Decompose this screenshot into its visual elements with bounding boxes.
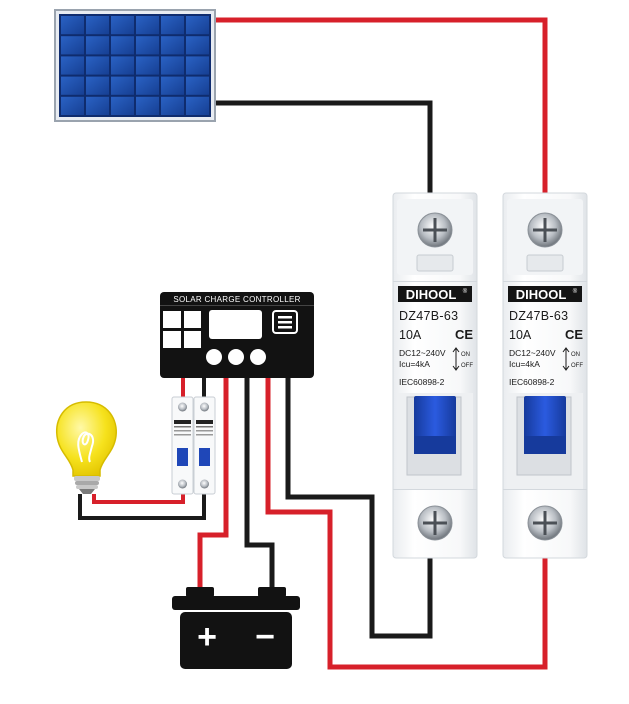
solar-cell [161,36,184,55]
battery-plus-icon: + [197,618,217,656]
solar-cell [61,56,84,75]
solar-cell [86,16,109,35]
breaker-positive-return-wire [265,378,548,670]
solar-charge-controller: SOLAR CHARGE CONTROLLER [160,292,314,378]
breaker-left-on-label: ON [461,352,470,358]
controller-label: SOLAR CHARGE CONTROLLER [173,295,300,304]
solar-cell [161,16,184,35]
load-positive-wire-bottom [92,494,185,504]
main-breaker-right: DIHOOL ® DZ47B-63 10A CE DC12~240V Icu=4… [502,192,588,559]
solar-cell [61,96,84,115]
breaker-left-capacity: Icu=4kA [399,359,430,369]
solar-cell [111,76,134,95]
solar-cell [86,36,109,55]
solar-cell [161,96,184,115]
breaker-right-capacity: Icu=4kA [509,359,540,369]
breaker-right-voltage: DC12~240V [509,348,556,358]
small-breaker-1-handle[interactable] [177,448,188,466]
solar-cells [61,16,209,115]
breaker-negative-return-wire [285,378,433,639]
solar-cell [136,16,159,35]
solar-cell [86,96,109,115]
controller-button-3[interactable] [250,349,266,365]
solar-cell [111,16,134,35]
breaker-right-ce-mark: CE [565,327,583,342]
breaker-left-rating: 10A [399,328,422,342]
breaker-right-rating: 10A [509,328,532,342]
breaker-right-standard: IEC60898-2 [509,377,555,387]
controller-button-1[interactable] [206,349,222,365]
solar-cell [161,56,184,75]
breaker-right-model: DZ47B-63 [509,309,568,323]
solar-cell [186,36,209,55]
breaker-right-on-label: ON [571,352,580,358]
menu-icon [272,310,298,334]
solar-cell [186,96,209,115]
load-negative-wire-bottom [78,494,206,520]
battery-negative-wire [244,378,275,592]
solar-cell [61,16,84,35]
solar-cell [161,76,184,95]
breaker-left-ce-mark: CE [455,327,473,342]
solar-cell [136,76,159,95]
panel-negative-wire [214,100,433,193]
battery-positive-wire [197,378,229,592]
small-breaker-2 [193,396,216,495]
breaker-left-brand: DIHOOL [406,287,457,302]
solar-panel [54,9,216,122]
breaker-left-registered: ® [463,288,468,295]
battery: + − [172,587,300,669]
breaker-left-voltage: DC12~240V [399,348,446,358]
solar-cell [136,56,159,75]
small-breaker-2-handle[interactable] [199,448,210,466]
panel-positive-wire [214,17,548,193]
breaker-left-off-label: OFF [461,363,473,369]
breaker-right-brand: DIHOOL [516,287,567,302]
main-breaker-left: DIHOOL ® DZ47B-63 10A CE DC12~240V Icu=4… [392,192,478,559]
solar-cell [111,96,134,115]
solar-cell [186,76,209,95]
breaker-left-standard: IEC60898-2 [399,377,445,387]
solar-cell [86,76,109,95]
solar-cell [86,56,109,75]
solar-cell [186,56,209,75]
solar-cell [186,16,209,35]
small-breaker-1 [171,396,194,495]
battery-minus-icon: − [255,618,275,656]
solar-cell [136,36,159,55]
solar-cell [136,96,159,115]
breaker-left-model: DZ47B-63 [399,309,458,323]
controller-display [209,310,262,339]
wires [78,17,548,670]
solar-cell [61,76,84,95]
breaker-right-off-label: OFF [571,363,583,369]
solar-cell [111,56,134,75]
solar-cell [61,36,84,55]
solar-cell [111,36,134,55]
controller-button-2[interactable] [228,349,244,365]
light-bulb-icon [56,401,117,494]
breaker-right-registered: ® [573,288,578,295]
